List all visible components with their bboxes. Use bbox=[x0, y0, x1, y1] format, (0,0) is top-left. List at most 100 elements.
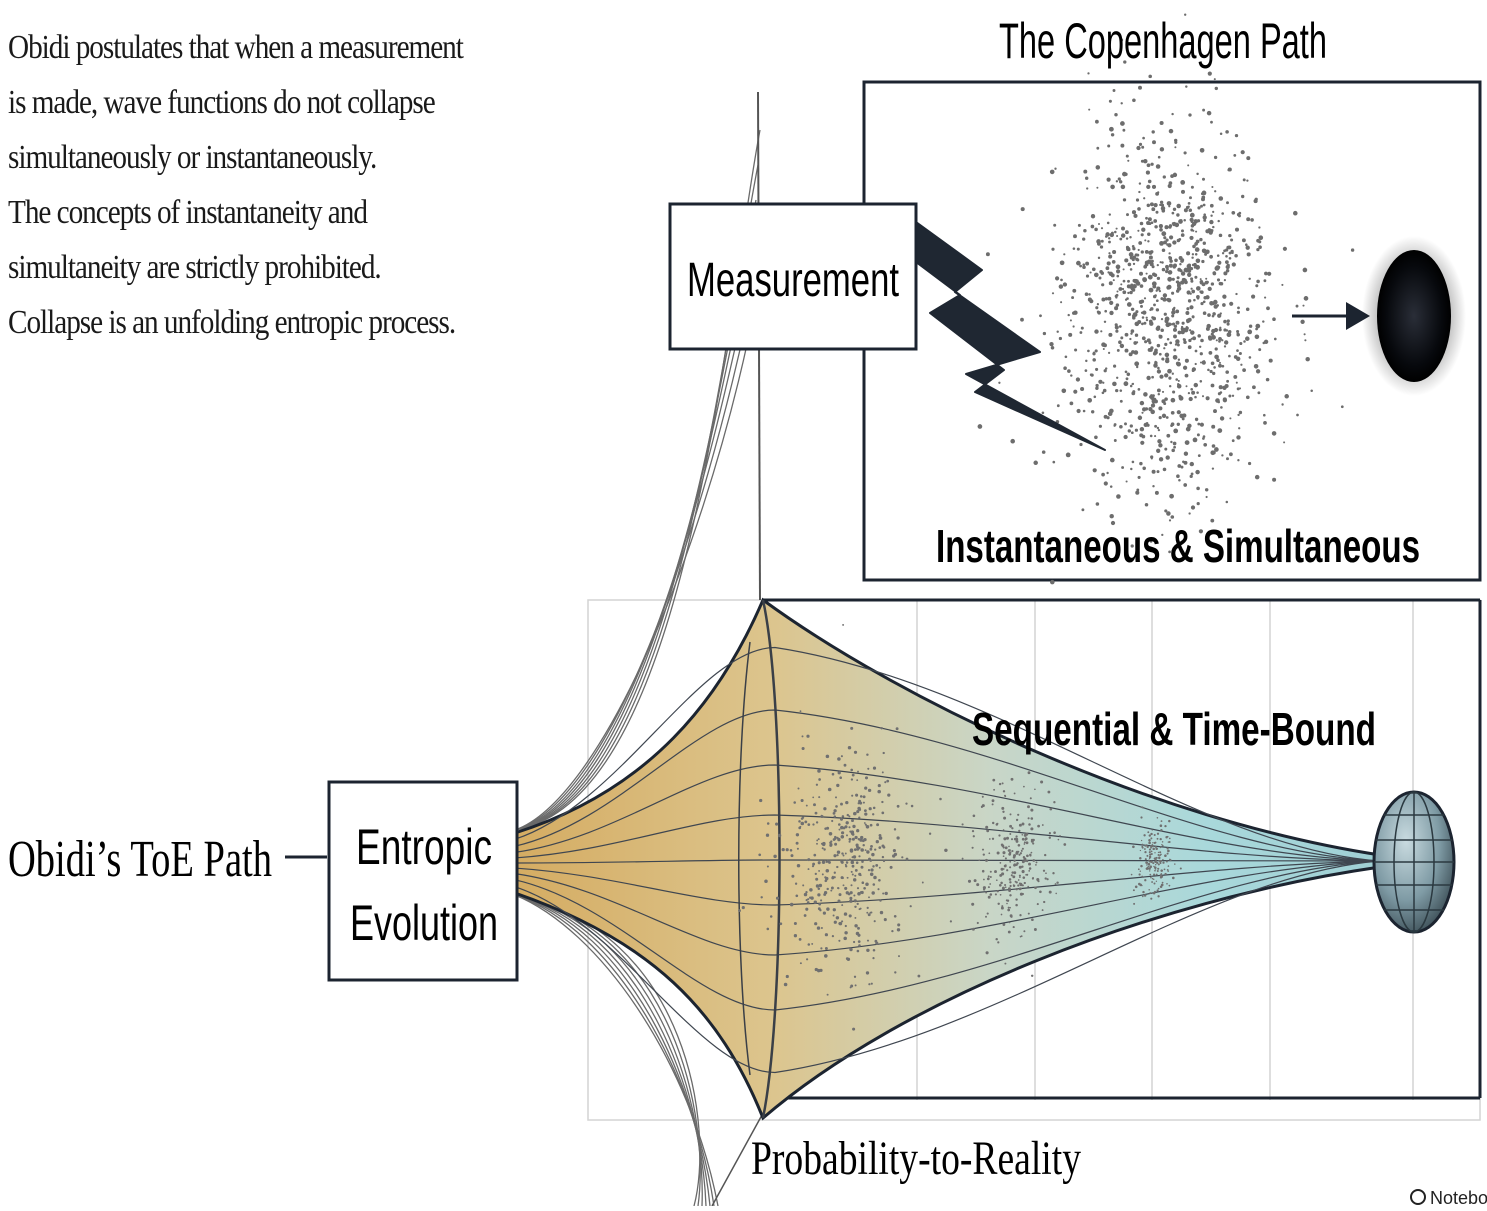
particle bbox=[1029, 854, 1032, 857]
particle bbox=[791, 874, 795, 878]
particle bbox=[1135, 490, 1140, 495]
particle bbox=[803, 914, 807, 917]
particle bbox=[1119, 425, 1123, 429]
particle bbox=[1132, 98, 1136, 103]
particle bbox=[1106, 221, 1110, 225]
particle bbox=[765, 833, 770, 837]
particle bbox=[1095, 119, 1099, 124]
particle bbox=[1192, 229, 1195, 232]
particle bbox=[1193, 382, 1199, 388]
particle bbox=[1048, 890, 1052, 894]
particle bbox=[1230, 238, 1234, 242]
particle bbox=[1154, 866, 1157, 869]
particle bbox=[1191, 369, 1195, 373]
particle bbox=[805, 899, 808, 902]
particle bbox=[939, 797, 942, 801]
particle bbox=[1223, 345, 1227, 348]
particle bbox=[1221, 252, 1225, 255]
particle bbox=[1168, 840, 1171, 844]
particle bbox=[873, 920, 876, 923]
particle bbox=[1213, 327, 1219, 333]
particle bbox=[1181, 229, 1184, 233]
particle bbox=[1002, 851, 1006, 855]
particle bbox=[1236, 310, 1240, 314]
particle bbox=[1015, 898, 1018, 901]
particle bbox=[1248, 356, 1252, 359]
particle bbox=[1195, 469, 1200, 475]
particle bbox=[821, 873, 824, 876]
particle bbox=[1138, 142, 1143, 146]
particle bbox=[856, 887, 860, 890]
particle bbox=[1180, 280, 1185, 285]
particle bbox=[978, 859, 981, 862]
particle bbox=[1165, 455, 1170, 460]
particle bbox=[1262, 341, 1266, 345]
particle bbox=[1112, 89, 1116, 92]
particle bbox=[1214, 347, 1218, 351]
particle bbox=[1094, 227, 1098, 232]
particle bbox=[1251, 294, 1256, 299]
particle bbox=[1154, 424, 1158, 428]
particle bbox=[896, 804, 900, 808]
particle bbox=[1231, 210, 1236, 215]
particle bbox=[987, 895, 991, 899]
particle bbox=[824, 879, 828, 882]
particle bbox=[1166, 267, 1169, 271]
particle bbox=[865, 825, 870, 829]
particle bbox=[1190, 387, 1194, 391]
particle bbox=[1197, 422, 1201, 426]
particle bbox=[1109, 457, 1115, 463]
particle bbox=[1229, 301, 1234, 306]
particle bbox=[807, 823, 811, 826]
particle bbox=[1198, 529, 1204, 534]
particle bbox=[1011, 871, 1014, 874]
particle bbox=[982, 888, 986, 891]
particle bbox=[1205, 396, 1210, 401]
particle bbox=[1154, 294, 1157, 297]
obidi-frame bbox=[763, 598, 1482, 1100]
particle bbox=[1072, 325, 1075, 328]
particle bbox=[1234, 133, 1239, 138]
particle bbox=[1164, 509, 1168, 513]
particle bbox=[1101, 283, 1105, 287]
particle bbox=[1092, 358, 1096, 362]
particle bbox=[1236, 329, 1240, 334]
particle bbox=[1264, 271, 1268, 276]
particle bbox=[1173, 306, 1176, 310]
particle bbox=[1209, 369, 1213, 374]
particle bbox=[826, 907, 830, 911]
particle bbox=[1136, 365, 1139, 369]
particle bbox=[798, 938, 802, 941]
particle bbox=[1189, 235, 1194, 240]
particle bbox=[1226, 319, 1230, 323]
particle bbox=[999, 893, 1002, 896]
particle bbox=[856, 810, 860, 814]
particle bbox=[844, 863, 847, 866]
particle bbox=[1134, 253, 1138, 257]
particle bbox=[1018, 829, 1021, 833]
particle bbox=[1004, 883, 1007, 887]
particle bbox=[870, 868, 874, 872]
particle bbox=[1073, 389, 1078, 394]
particle bbox=[1186, 307, 1190, 311]
particle bbox=[1350, 248, 1355, 252]
particle bbox=[1116, 348, 1120, 352]
particle bbox=[1174, 863, 1176, 865]
particle bbox=[1172, 207, 1177, 211]
particle bbox=[872, 883, 876, 886]
particle bbox=[1009, 906, 1011, 909]
particle bbox=[993, 788, 996, 791]
particle bbox=[1225, 500, 1229, 504]
particle bbox=[1216, 358, 1220, 363]
particle bbox=[1171, 211, 1175, 215]
particle bbox=[1197, 206, 1201, 210]
particle bbox=[1144, 239, 1147, 242]
streamline bbox=[514, 709, 1381, 862]
particle bbox=[921, 881, 924, 884]
particle bbox=[985, 951, 989, 955]
particle bbox=[775, 822, 779, 826]
particle bbox=[1093, 272, 1099, 278]
particle bbox=[1120, 143, 1125, 148]
particle bbox=[1204, 488, 1209, 492]
